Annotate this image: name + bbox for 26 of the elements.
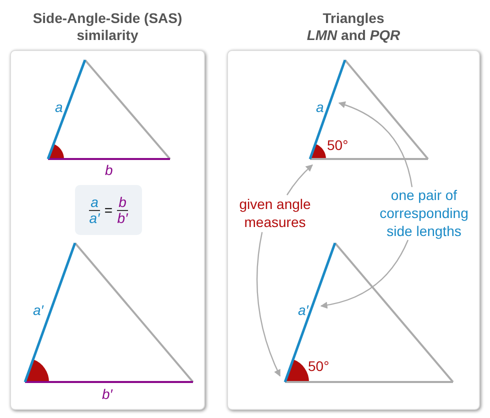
curved-arrow — [286, 164, 313, 196]
fraction: a a′ — [88, 194, 100, 226]
annotation-text: one pair of corresponding side lengths — [374, 186, 474, 240]
curved-arrow — [256, 232, 281, 377]
annotation-text: given angle measures — [232, 195, 318, 231]
angle-label: 50° — [308, 358, 330, 374]
side-label: a — [316, 99, 324, 115]
curved-arrow — [320, 240, 409, 308]
triangle — [285, 243, 453, 382]
panel — [227, 50, 480, 410]
side-label: a′ — [33, 302, 44, 318]
side-label: b — [105, 162, 113, 178]
equals-sign: = — [104, 202, 113, 218]
panel-heading: Side-Angle-Side (SAS) similarity — [32, 10, 184, 44]
angle-label: 50° — [327, 137, 348, 153]
side-label: b′ — [102, 386, 112, 402]
triangle — [48, 60, 170, 159]
triangle — [310, 60, 428, 159]
panel-heading: Triangles LMN and PQR — [306, 10, 402, 44]
side-label: a′ — [298, 302, 308, 318]
triangle — [25, 243, 193, 382]
curved-arrow — [338, 102, 413, 188]
panel — [10, 50, 205, 410]
formula-box — [75, 185, 142, 235]
fraction: b b′ — [116, 194, 128, 226]
side-label: a — [55, 99, 63, 115]
